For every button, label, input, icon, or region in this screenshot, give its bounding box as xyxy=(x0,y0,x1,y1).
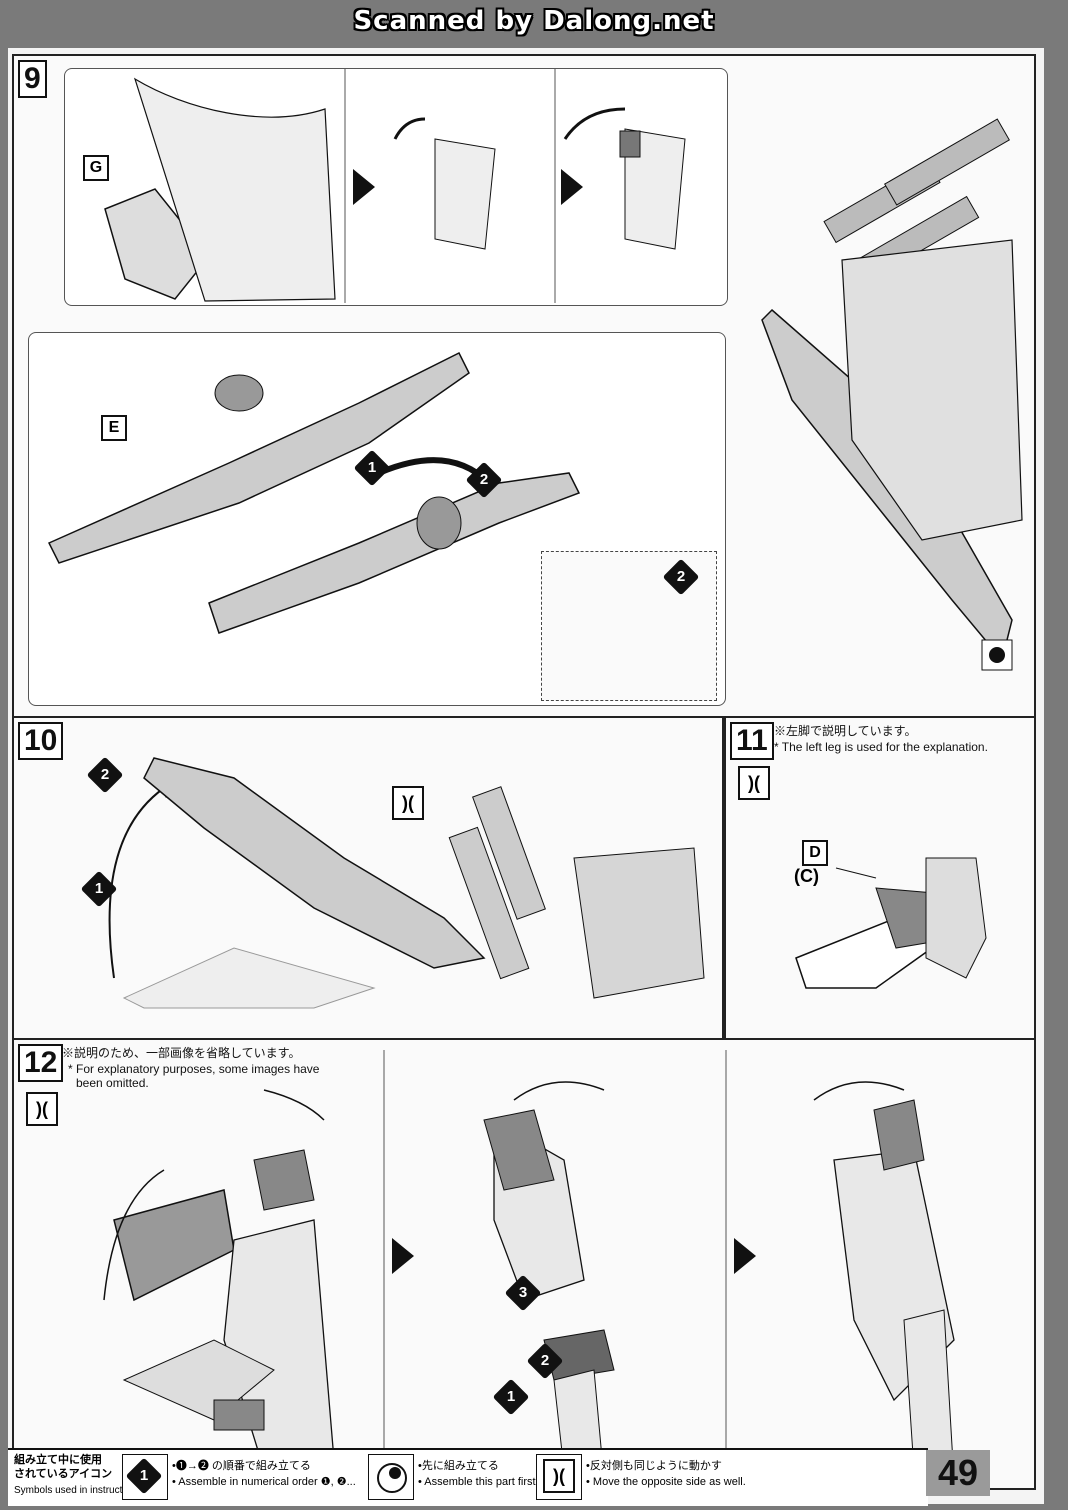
legend-icon1-en: • Assemble in numerical order ❶, ❷... xyxy=(172,1476,356,1488)
order-mark-1: 1 xyxy=(353,449,391,487)
first-assembly-circle-icon xyxy=(377,1463,407,1493)
legend-order-icon-mark: 1 xyxy=(125,1457,163,1495)
step-11-note-en: * The left leg is used for the explanati… xyxy=(774,740,988,754)
scan-watermark-banner: Scanned by Dalong.net xyxy=(353,6,715,36)
step-12-arrow-2 xyxy=(734,1238,756,1274)
legend-icon2-jp: •先に組み立てる xyxy=(418,1460,499,1472)
step-9-detail-box: G xyxy=(64,68,728,306)
step-10-panel: 10 2 1 )( xyxy=(12,716,724,1040)
mirror-icon-step12: )( xyxy=(26,1092,58,1126)
mirror-icon-legend: )( xyxy=(543,1459,575,1493)
step-12-arrow-1 xyxy=(392,1238,414,1274)
step-12-note-en-1: * For explanatory purposes, some images … xyxy=(68,1062,320,1076)
large-weapon-illustration xyxy=(761,118,1023,671)
part-g-illustration xyxy=(104,69,686,303)
legend-mirror-icon: )( xyxy=(536,1454,582,1500)
legend-order-icon: 1 xyxy=(122,1454,168,1500)
legend-title-jp-2: されているアイコン xyxy=(14,1468,113,1480)
step-9-panel: 9 G E xyxy=(12,54,1036,718)
step-12-number: 12 xyxy=(18,1044,64,1082)
legend-title-en: Symbols used in instructions xyxy=(14,1485,141,1496)
page-number: 49 xyxy=(926,1450,990,1496)
legend-icon2-en: • Assemble this part first. xyxy=(418,1476,539,1488)
order-mark-2-inset: 2 xyxy=(662,558,700,596)
first-assembly-dot-icon xyxy=(389,1467,401,1479)
part-g-label: G xyxy=(83,155,109,181)
step-10-illustration xyxy=(108,757,705,1009)
part-d-label: D xyxy=(802,840,828,866)
step-12-illustration xyxy=(103,1050,955,1481)
step-11-number: 11 xyxy=(730,722,774,760)
part-e-label: E xyxy=(101,415,127,441)
step-12-panel: 12 ※説明のため、一部画像を省略しています。 * For explanator… xyxy=(12,1038,1036,1490)
order-mark-1-step12: 1 xyxy=(492,1378,530,1416)
step-9-rifle-box: E 1 2 2 xyxy=(28,332,726,706)
leg-part-illustration xyxy=(795,857,987,989)
legend-title-jp-1: 組み立て中に使用 xyxy=(14,1454,102,1466)
step-9-number: 9 xyxy=(18,60,47,98)
icon-legend: 組み立て中に使用 されているアイコン Symbols used in instr… xyxy=(8,1448,928,1506)
order-mark-3-step12: 3 xyxy=(504,1274,542,1312)
legend-first-assembly-icon xyxy=(368,1454,414,1500)
mirror-icon-step11: )( xyxy=(738,766,770,800)
legend-icon3-jp: •反対側も同じように動かす xyxy=(586,1460,722,1472)
step-11-note-jp: ※左脚で説明しています。 xyxy=(774,724,917,738)
order-mark-2-step12: 2 xyxy=(526,1342,564,1380)
step-11-panel: 11 ※左脚で説明しています。 * The left leg is used f… xyxy=(724,716,1036,1040)
instruction-sheet: 9 G E xyxy=(8,48,1044,1504)
order-mark-2: 2 xyxy=(465,461,503,499)
legend-icon1-jp: •❶→❷ の順番で組み立てる xyxy=(172,1460,311,1472)
part-c-label: (C) xyxy=(794,866,819,886)
inset-detail-box: 2 xyxy=(541,551,717,701)
step-12-note-en-2: been omitted. xyxy=(76,1076,149,1090)
step-9-arrow-1 xyxy=(353,169,375,205)
step-9-arrow-2 xyxy=(561,169,583,205)
step-12-note-jp: ※説明のため、一部画像を省略しています。 xyxy=(62,1046,301,1060)
mirror-icon-step10: )( xyxy=(392,786,424,820)
step-10-number: 10 xyxy=(18,722,64,760)
legend-icon3-en: • Move the opposite side as well. xyxy=(586,1476,746,1488)
